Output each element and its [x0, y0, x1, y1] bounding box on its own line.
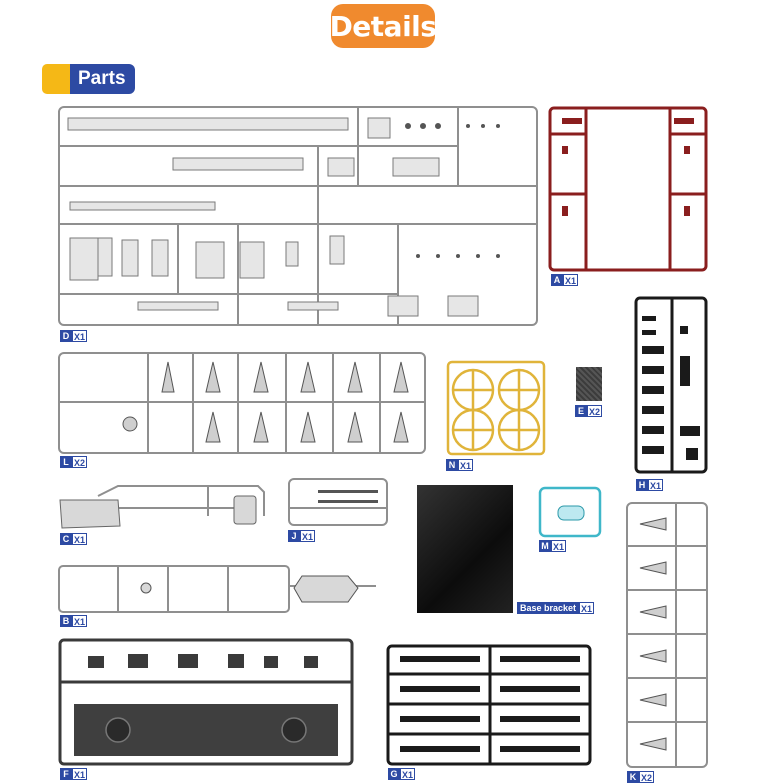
sprue-f-drawing — [58, 638, 354, 766]
sprue-g-label: G X1 — [388, 768, 416, 780]
sprue-letter: D — [60, 330, 72, 342]
sprue-j-drawing — [288, 478, 388, 526]
sprue-qty: X1 — [400, 768, 416, 780]
sprue-letter: B — [60, 615, 72, 627]
parts-section-badge: Parts — [42, 64, 135, 94]
sprue-n-drawing — [446, 360, 546, 456]
parts-section-title: Parts — [70, 64, 135, 94]
sprue-l-drawing — [58, 352, 426, 454]
sprue-h-label: H X1 — [636, 479, 664, 491]
sprue-k-drawing — [626, 502, 708, 768]
sprue-qty: X2 — [639, 771, 655, 783]
sprue-l-label: L X2 — [60, 456, 88, 468]
base-bracket-qty: X1 — [579, 602, 595, 614]
sprue-qty: X1 — [72, 533, 88, 545]
sprue-qty: X2 — [587, 405, 603, 417]
sprue-qty: X1 — [300, 530, 316, 542]
sprue-letter: N — [446, 459, 458, 471]
sprue-b-drawing — [58, 565, 376, 613]
sprue-f-label: F X1 — [60, 768, 88, 780]
sprue-letter: A — [551, 274, 563, 286]
sprue-m-label: M X1 — [539, 540, 567, 552]
sprue-d-drawing — [58, 106, 538, 326]
sprue-qty: X1 — [458, 459, 474, 471]
sprue-a-label: A X1 — [551, 274, 579, 286]
sprue-qty: X1 — [648, 479, 664, 491]
details-title-badge: Details — [329, 4, 437, 48]
sprue-letter: H — [636, 479, 648, 491]
sprue-qty: X1 — [72, 615, 88, 627]
sprue-n-label: N X1 — [446, 459, 474, 471]
sprue-b-label: B X1 — [60, 615, 88, 627]
sprue-letter: E — [575, 405, 587, 417]
base-bracket-name: Base bracket — [517, 602, 580, 614]
sprue-j-label: J X1 — [288, 530, 316, 542]
sprue-c-drawing — [59, 485, 265, 529]
sprue-qty: X1 — [72, 330, 88, 342]
part-e-plate — [576, 367, 602, 401]
parts-badge-accent — [42, 64, 70, 94]
sprue-e-label: E X2 — [575, 405, 603, 417]
sprue-m-drawing — [538, 486, 602, 538]
sprue-letter: J — [288, 530, 300, 542]
sprue-qty: X1 — [551, 540, 567, 552]
base-bracket-label: Base bracket X1 — [517, 602, 595, 614]
sprue-c-label: C X1 — [60, 533, 88, 545]
sprue-letter: M — [539, 540, 551, 552]
sprue-d-label: D X1 — [60, 330, 88, 342]
sprue-g-drawing — [386, 644, 592, 766]
sprue-a-drawing — [548, 106, 708, 272]
sprue-qty: X2 — [72, 456, 88, 468]
sprue-letter: L — [60, 456, 72, 468]
base-bracket-panel — [417, 485, 513, 613]
sprue-h-drawing — [634, 296, 708, 474]
sprue-k-label: K X2 — [627, 771, 655, 783]
sprue-letter: F — [60, 768, 72, 780]
sprue-letter: G — [388, 768, 400, 780]
sprue-qty: X1 — [72, 768, 88, 780]
sprue-letter: C — [60, 533, 72, 545]
details-title: Details — [329, 9, 437, 43]
sprue-letter: K — [627, 771, 639, 783]
sprue-qty: X1 — [563, 274, 579, 286]
